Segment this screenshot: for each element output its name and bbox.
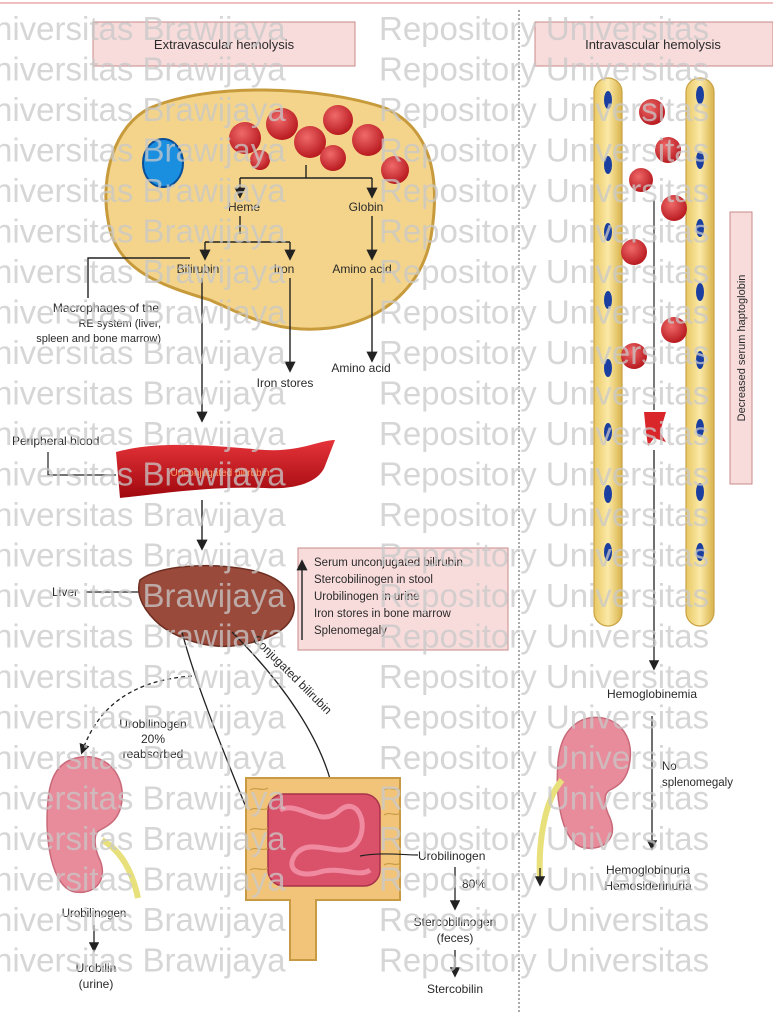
- watermark-text-left: niversitas Brawijaya: [0, 537, 286, 574]
- watermark-text-left: niversitas Brawijaya: [0, 658, 286, 695]
- watermark-text-right: Repository Universitas: [379, 861, 709, 898]
- watermark-text-left: niversitas Brawijaya: [0, 334, 286, 371]
- watermark-text-left: niversitas Brawijaya: [0, 213, 286, 250]
- watermark-text-right: Repository Universitas: [379, 537, 709, 574]
- watermark-text-right: Repository Universitas: [379, 172, 709, 209]
- watermark-text-right: Repository Universitas: [379, 820, 709, 857]
- watermark-text-left: niversitas Brawijaya: [0, 780, 286, 817]
- watermark-text-right: Repository Universitas: [379, 294, 709, 331]
- watermark-text-right: Repository Universitas: [379, 577, 709, 614]
- watermark-text-right: Repository Universitas: [379, 618, 709, 655]
- rbc: [320, 145, 346, 171]
- watermark-text-left: niversitas Brawijaya: [0, 375, 286, 412]
- watermark-text-right: Repository Universitas: [379, 780, 709, 817]
- watermark-text-right: Repository Universitas: [379, 942, 709, 979]
- watermark-text-right: Repository Universitas: [379, 132, 709, 169]
- watermark-text-left: niversitas Brawijaya: [0, 294, 286, 331]
- watermark-text-right: Repository Universitas: [379, 10, 709, 47]
- watermark-text-right: Repository Universitas: [379, 213, 709, 250]
- watermark-text-left: niversitas Brawijaya: [0, 10, 286, 47]
- watermark-text-right: Repository Universitas: [379, 699, 709, 736]
- watermark-text-left: niversitas Brawijaya: [0, 132, 286, 169]
- watermark-text-left: niversitas Brawijaya: [0, 618, 286, 655]
- haptoglobin-label: Decreased serum haptoglobin: [736, 275, 748, 422]
- watermark-text-right: Repository Universitas: [379, 91, 709, 128]
- watermark-text-left: niversitas Brawijaya: [0, 577, 286, 614]
- watermark-text-right: Repository Universitas: [379, 658, 709, 695]
- watermark-text-right: Repository Universitas: [379, 253, 709, 290]
- watermark-text-right: Repository Universitas: [379, 415, 709, 452]
- watermark-text-left: niversitas Brawijaya: [0, 91, 286, 128]
- watermark-text-left: niversitas Brawijaya: [0, 820, 286, 857]
- watermark-text-left: niversitas Brawijaya: [0, 901, 286, 938]
- watermark-text-left: niversitas Brawijaya: [0, 172, 286, 209]
- watermark-text-left: niversitas Brawijaya: [0, 942, 286, 979]
- finding-5: Splenomegaly: [314, 625, 387, 637]
- rbc: [323, 105, 353, 135]
- watermark-text-right: Repository Universitas: [379, 51, 709, 88]
- watermark-text-right: Repository Universitas: [379, 739, 709, 776]
- watermark-text-left: niversitas Brawijaya: [0, 51, 286, 88]
- watermark-text-left: niversitas Brawijaya: [0, 456, 286, 493]
- urine-label: (urine): [79, 977, 114, 991]
- watermark-text-right: Repository Universitas: [379, 375, 709, 412]
- watermark-text-right: Repository Universitas: [379, 901, 709, 938]
- watermark-text-left: niversitas Brawijaya: [0, 861, 286, 898]
- watermark-text-left: niversitas Brawijaya: [0, 415, 286, 452]
- watermark-text-right: Repository Universitas: [379, 456, 709, 493]
- watermark-text-left: niversitas Brawijaya: [0, 496, 286, 533]
- watermark-text-left: niversitas Brawijaya: [0, 699, 286, 736]
- watermark-text-left: niversitas Brawijaya: [0, 253, 286, 290]
- stercobilin-label: Stercobilin: [427, 982, 483, 996]
- watermark-text-right: Repository Universitas: [379, 334, 709, 371]
- watermark-text-right: Repository Universitas: [379, 496, 709, 533]
- watermark-text-left: niversitas Brawijaya: [0, 739, 286, 776]
